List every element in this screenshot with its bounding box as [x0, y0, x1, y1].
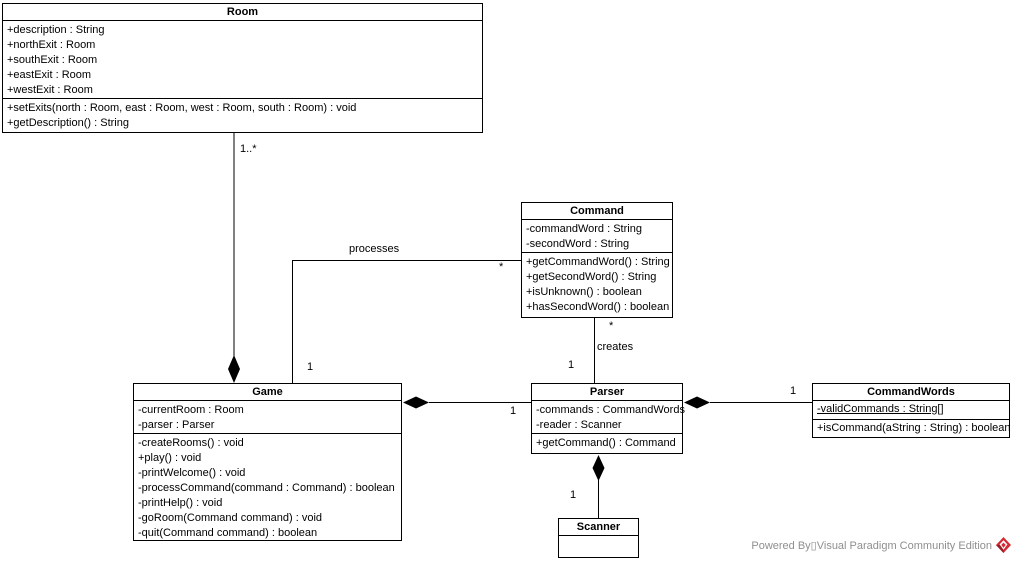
method-row: -goRoom(Command command) : void [138, 512, 323, 524]
multiplicity-commandwords-end: 1 [790, 385, 797, 397]
class-game-title: Game [134, 384, 401, 401]
composition-diamond-parser-commandwords [684, 396, 710, 409]
method-row: -printHelp() : void [138, 497, 223, 509]
class-parser-attributes: -commands : CommandWords -reader : Scann… [532, 401, 685, 434]
class-game-attributes: -currentRoom : Room -parser : Parser [134, 401, 401, 434]
multiplicity-parser-end-game: 1 [510, 405, 517, 417]
attribute-row: -currentRoom : Room [138, 404, 244, 416]
multiplicity-scanner-end: 1 [570, 489, 577, 501]
association-game-command-processes[interactable] [292, 260, 522, 384]
attribute-row: -secondWord : String [526, 238, 630, 250]
attribute-row: +description : String [7, 24, 105, 36]
class-command-attributes: -commandWord : String -secondWord : Stri… [522, 220, 672, 253]
class-command-title: Command [522, 203, 672, 220]
class-room-attributes: +description : String +northExit : Room … [3, 21, 482, 99]
method-row: -createRooms() : void [138, 437, 244, 449]
method-row: +getSecondWord() : String [526, 271, 657, 283]
attribute-row: -reader : Scanner [536, 419, 622, 431]
class-scanner-title: Scanner [559, 519, 638, 536]
attribute-row: -parser : Parser [138, 419, 215, 431]
method-row: +isUnknown() : boolean [526, 286, 642, 298]
class-commandwords[interactable]: CommandWords -validCommands : String[] +… [812, 383, 1011, 438]
method-row: +getDescription() : String [7, 117, 129, 129]
method-row: -printWelcome() : void [138, 467, 246, 479]
method-row: +play() : void [138, 452, 202, 464]
composition-diamond-game-room [228, 355, 240, 383]
method-row: -processCommand(command : Command) : boo… [138, 482, 395, 494]
class-game-methods: -createRooms() : void +play() : void -pr… [134, 434, 401, 541]
method-row: +setExits(north : Room, east : Room, wes… [7, 102, 357, 114]
method-row: -quit(Command command) : boolean [138, 527, 318, 539]
attribute-row: +westExit : Room [7, 84, 93, 96]
powered-by-text: Powered By▯Visual Paradigm Community Edi… [751, 539, 992, 552]
powered-by-watermark: Powered By▯Visual Paradigm Community Edi… [751, 537, 1011, 553]
association-label-creates: creates [597, 341, 634, 353]
method-row: +hasSecondWord() : boolean [526, 301, 670, 313]
visual-paradigm-logo-icon [996, 537, 1011, 553]
method-row: +isCommand(aString : String) : boolean [817, 422, 1011, 434]
class-commandwords-title: CommandWords [813, 384, 1009, 401]
class-parser-title: Parser [532, 384, 682, 401]
multiplicity-command-end-creates: * [609, 320, 614, 332]
multiplicity-command-end-processes: * [499, 261, 504, 273]
class-scanner[interactable]: Scanner [558, 518, 639, 558]
attribute-row: +eastExit : Room [7, 69, 92, 81]
class-parser-methods: +getCommand() : Command [532, 434, 682, 453]
class-commandwords-attributes: -validCommands : String[] [813, 401, 1009, 420]
class-game[interactable]: Game -currentRoom : Room -parser : Parse… [133, 383, 402, 541]
attribute-row: -commands : CommandWords [536, 404, 685, 416]
class-room-title: Room [3, 4, 482, 21]
class-commandwords-methods: +isCommand(aString : String) : boolean [813, 420, 1011, 437]
multiplicity-game-end-processes: 1 [307, 361, 314, 373]
composition-diamond-game-parser [403, 396, 429, 409]
class-room-methods: +setExits(north : Room, east : Room, wes… [3, 99, 482, 132]
method-row: +getCommandWord() : String [526, 256, 670, 268]
method-row: +getCommand() : Command [536, 437, 676, 449]
class-scanner-empty-compartment [559, 536, 638, 557]
attribute-row: +southExit : Room [7, 54, 98, 66]
class-command-methods: +getCommandWord() : String +getSecondWor… [522, 253, 672, 317]
multiplicity-room-end: 1..* [240, 143, 257, 155]
multiplicity-parser-end-creates: 1 [568, 359, 575, 371]
attribute-row: -validCommands : String[] [817, 403, 944, 415]
class-command[interactable]: Command -commandWord : String -secondWor… [521, 202, 673, 318]
composition-diamond-parser-scanner [592, 455, 605, 481]
class-parser[interactable]: Parser -commands : CommandWords -reader … [531, 383, 685, 454]
attribute-row: +northExit : Room [7, 39, 96, 51]
attribute-row: -commandWord : String [526, 223, 642, 235]
association-label-processes: processes [349, 243, 400, 255]
class-room[interactable]: Room +description : String +northExit : … [2, 3, 483, 133]
